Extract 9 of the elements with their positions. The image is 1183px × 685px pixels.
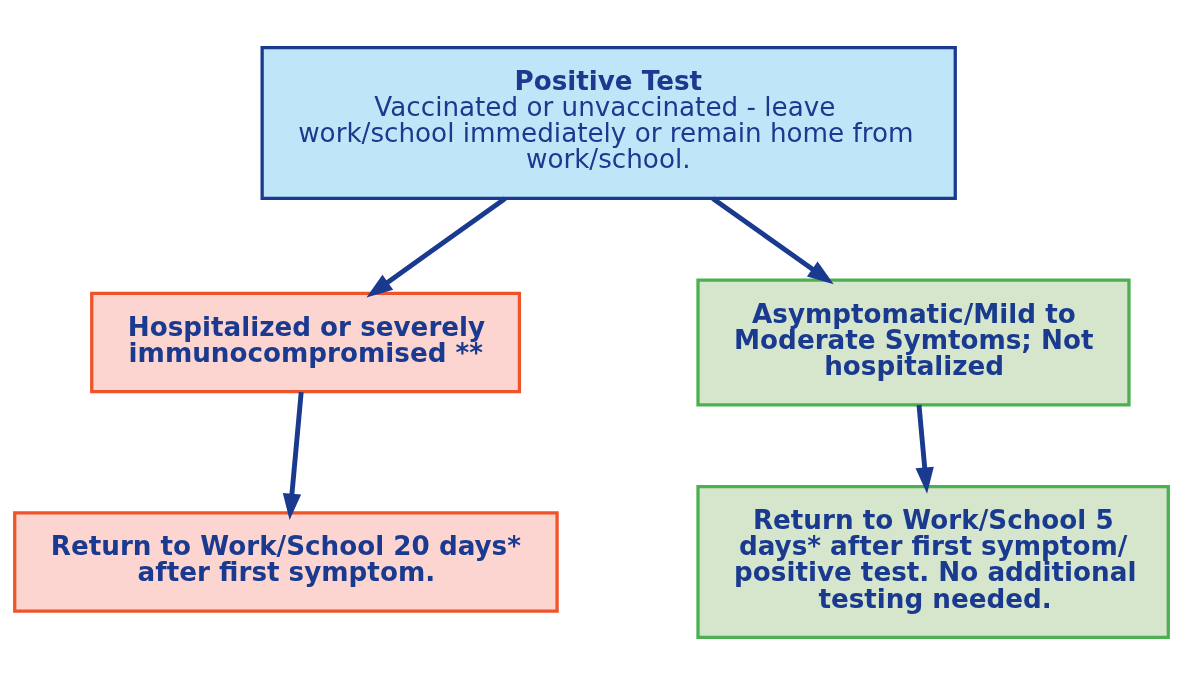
arrow	[366, 196, 507, 298]
node-box: Hospitalized or severely immunocompromised **	[90, 291, 522, 394]
arrow	[282, 391, 304, 520]
node-box: Positive Test Vaccinated or unvaccinated - leave work/school immediately or remain home from work/school.	[260, 45, 957, 200]
node-box: Return to Work/School 20 days* after first symptom.	[13, 511, 559, 613]
node-box: Return to Work/School 5 days* after first symptom/ positive test. No additional testing needed.	[696, 485, 1170, 640]
arrow	[711, 196, 834, 285]
node-box: Asymptomatic/Mild to Moderate Symtoms; Not hospitalized	[696, 278, 1131, 407]
arrow	[915, 404, 934, 494]
